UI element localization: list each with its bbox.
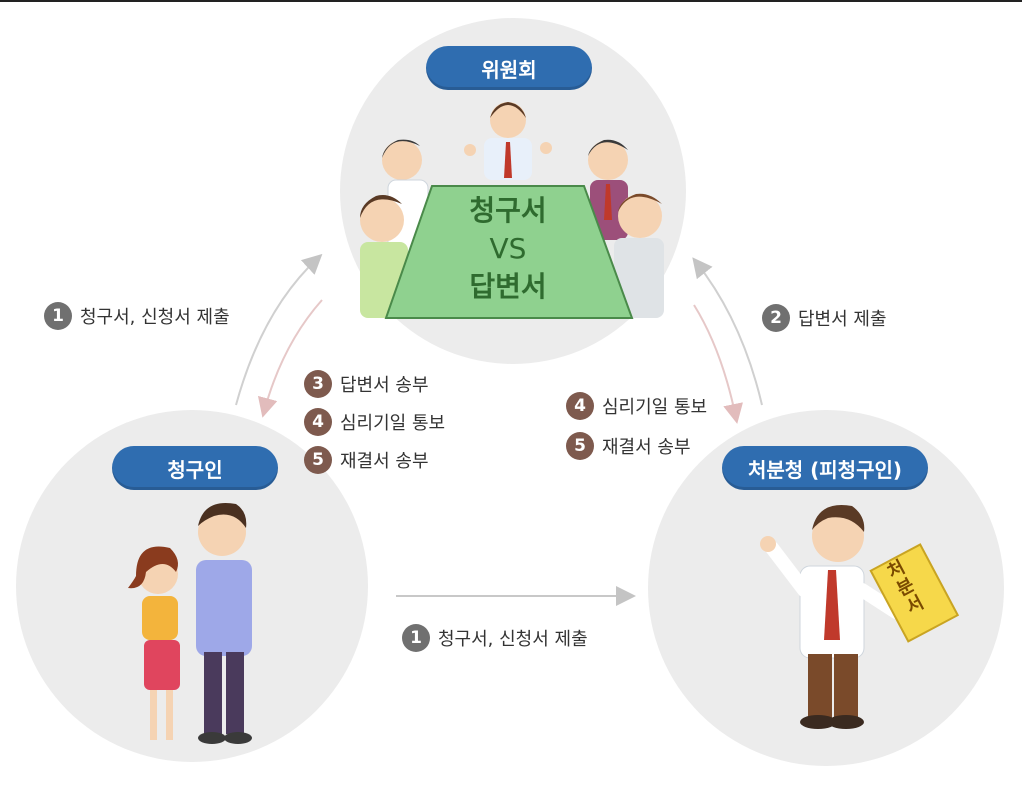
top-border — [0, 0, 1022, 2]
step-committee-to-claimant-3: 3 답변서 송부 — [304, 370, 429, 398]
arrow-committee-to-agency — [693, 304, 743, 424]
step-agency-to-committee: 2 답변서 제출 — [762, 304, 887, 332]
step-number-badge: 1 — [402, 624, 430, 652]
committee-illustration — [360, 102, 664, 319]
step-label: 심리기일 통보 — [340, 413, 446, 434]
table-text: 청구서 VS 답변서 — [456, 192, 560, 306]
step-committee-to-agency-5: 5 재결서 송부 — [566, 432, 691, 460]
step-label: 청구서, 신청서 제출 — [438, 629, 588, 650]
committee-label: 위원회 — [426, 46, 592, 90]
step-committee-to-agency-4: 4 심리기일 통보 — [566, 392, 707, 420]
agency-illustration — [760, 505, 960, 729]
step-number-badge: 3 — [304, 370, 332, 398]
step-number-badge: 5 — [304, 446, 332, 474]
step-number-badge: 1 — [44, 302, 72, 330]
step-committee-to-claimant-4: 4 심리기일 통보 — [304, 408, 445, 436]
step-claimant-to-agency: 1 청구서, 신청서 제출 — [402, 624, 588, 652]
claimant-label: 청구인 — [112, 446, 278, 490]
step-claimant-to-committee: 1 청구서, 신청서 제출 — [44, 302, 230, 330]
agency-label: 처분청 (피청구인) — [722, 446, 928, 490]
claimant-illustration — [128, 502, 252, 744]
step-label: 답변서 송부 — [340, 375, 429, 396]
step-number-badge: 5 — [566, 432, 594, 460]
table-text-line-3: 답변서 — [469, 270, 547, 303]
step-committee-to-claimant-5: 5 재결서 송부 — [304, 446, 429, 474]
step-label: 심리기일 통보 — [602, 397, 708, 418]
step-number-badge: 4 — [566, 392, 594, 420]
step-label: 재결서 송부 — [602, 437, 691, 458]
table-text-line-2: VS — [489, 232, 527, 265]
table-text-line-1: 청구서 — [469, 194, 547, 227]
step-label: 청구서, 신청서 제출 — [80, 307, 230, 328]
arrow-committee-to-claimant — [257, 299, 323, 418]
step-label: 재결서 송부 — [340, 451, 429, 472]
step-number-badge: 2 — [762, 304, 790, 332]
step-label: 답변서 제출 — [798, 309, 887, 330]
step-number-badge: 4 — [304, 408, 332, 436]
arrow-agency-to-committee — [692, 257, 763, 406]
arrow-claimant-to-committee — [235, 253, 323, 406]
